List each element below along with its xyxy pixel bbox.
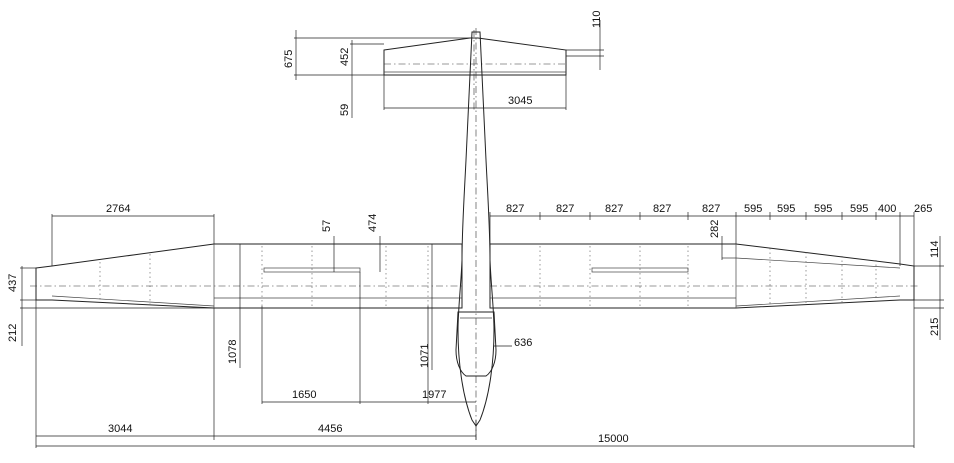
dim-tip-offset-left: 212 bbox=[7, 324, 19, 342]
dim-tip-offset-right: 215 bbox=[929, 318, 941, 336]
fuselage bbox=[457, 28, 495, 440]
left-wing bbox=[30, 243, 463, 309]
dim-seg-595-3: 595 bbox=[814, 203, 832, 215]
dim-stab-tip: 59 bbox=[339, 104, 351, 116]
dim-seg-400: 400 bbox=[878, 203, 896, 215]
cockpit-canopy bbox=[455, 311, 497, 377]
dim-tip-chord-right: 114 bbox=[929, 240, 941, 258]
dim-cockpit-width: 636 bbox=[514, 337, 532, 349]
dim-aileron-depth: 57 bbox=[321, 220, 333, 232]
dim-seg-827-4: 827 bbox=[653, 203, 671, 215]
dim-seg-827-1: 827 bbox=[506, 203, 524, 215]
dim-seg-827-3: 827 bbox=[605, 203, 623, 215]
dim-flap-depth: 282 bbox=[709, 220, 721, 238]
dim-stab-chord: 675 bbox=[283, 50, 295, 68]
dim-seg-595-2: 595 bbox=[777, 203, 795, 215]
dim-center-panel-dist: 4456 bbox=[318, 423, 342, 435]
dim-seg-595-4: 595 bbox=[850, 203, 868, 215]
dim-root-chord-a: 1078 bbox=[227, 340, 239, 364]
dim-seg-827-5: 827 bbox=[702, 203, 720, 215]
dim-outer-panel-dist: 3044 bbox=[108, 423, 132, 435]
dim-seg-265: 265 bbox=[914, 203, 932, 215]
dim-chord-474: 474 bbox=[367, 214, 379, 232]
right-wing bbox=[489, 243, 920, 309]
horizontal-stabilizer bbox=[383, 30, 567, 110]
dim-aileron-span: 1650 bbox=[292, 389, 316, 401]
dim-tip-chord-left: 437 bbox=[7, 274, 19, 292]
dimension-labels: 15000 3044 4456 1650 1977 2764 636 827 8… bbox=[7, 10, 941, 445]
dim-wing-span: 15000 bbox=[598, 433, 629, 445]
dimension-lines bbox=[20, 20, 944, 448]
dim-root-chord-b: 1071 bbox=[419, 344, 431, 368]
dim-stab-tip-right: 110 bbox=[591, 10, 603, 28]
dim-half-center: 1977 bbox=[422, 389, 446, 401]
dim-elevator-chord: 452 bbox=[339, 48, 351, 66]
dim-seg-595-1: 595 bbox=[744, 203, 762, 215]
dim-outer-panel-span: 2764 bbox=[106, 203, 130, 215]
dim-seg-827-2: 827 bbox=[556, 203, 574, 215]
dim-stab-span: 3045 bbox=[508, 95, 532, 107]
